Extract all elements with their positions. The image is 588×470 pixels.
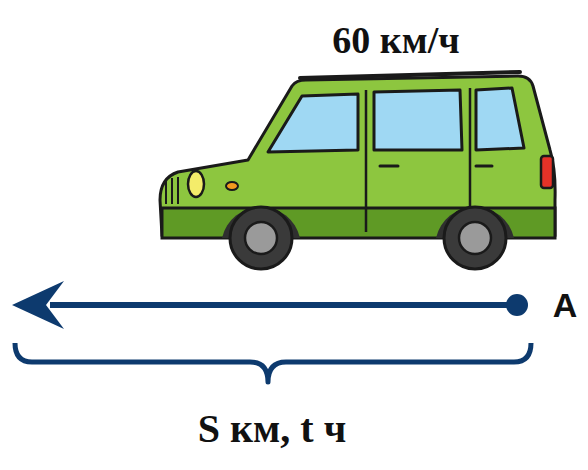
car-roof-rack (300, 72, 520, 78)
car-headlight (188, 171, 204, 197)
car-window (374, 90, 462, 150)
car-door-line (366, 88, 470, 232)
car-wheel (444, 207, 506, 269)
car-hub (245, 222, 277, 254)
speed-label: 60 км/ч (332, 18, 459, 62)
car-wheel (230, 207, 292, 269)
car-grille (166, 177, 178, 204)
distance-time-label: S км, t ч (198, 405, 346, 452)
car-tail-light (541, 156, 553, 188)
car-window (476, 88, 524, 150)
car-indicator (226, 182, 238, 190)
motion-arrow-line (50, 302, 517, 308)
car-window (268, 94, 358, 152)
motion-arrow-head (12, 281, 64, 329)
car-hub (459, 222, 491, 254)
start-point-dot (506, 294, 528, 316)
point-label: A (553, 286, 578, 325)
distance-brace (15, 343, 531, 382)
car-door-handle (380, 165, 492, 168)
